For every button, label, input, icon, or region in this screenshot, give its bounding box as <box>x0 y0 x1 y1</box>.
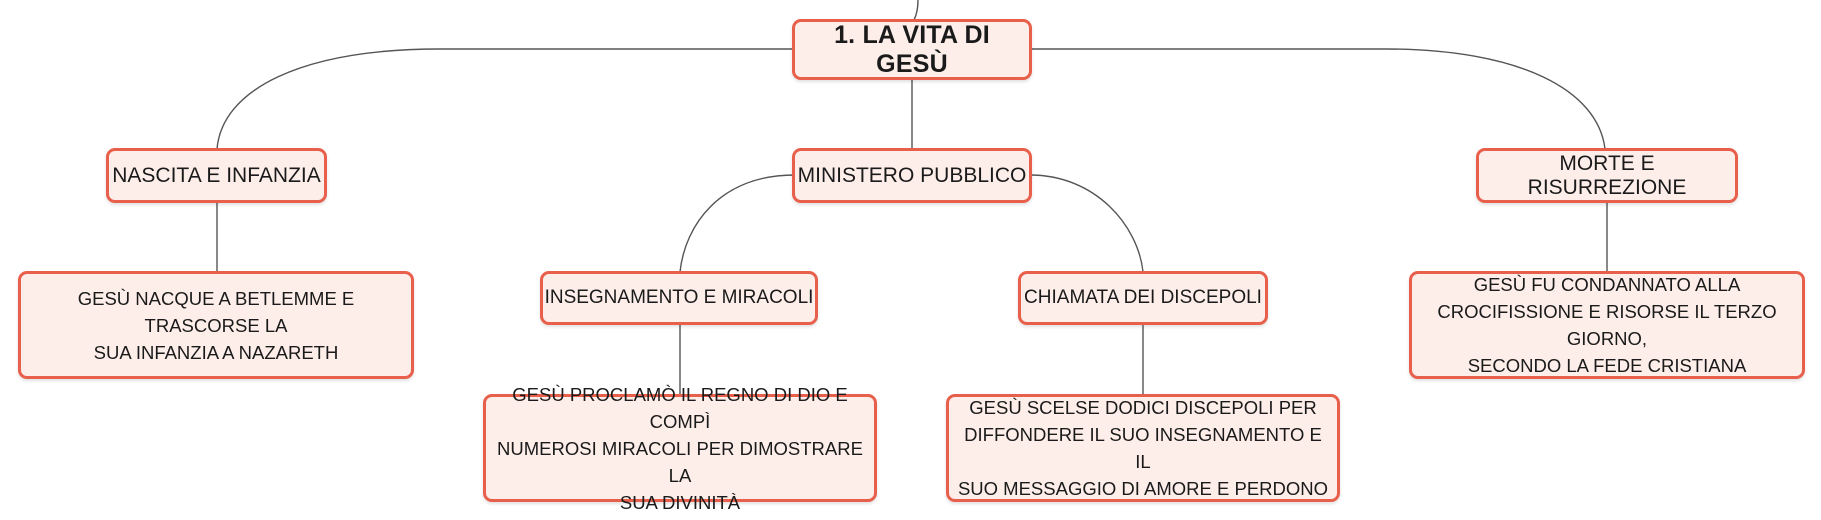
detail-nascita-line: SUA INFANZIA A NAZARETH <box>93 341 339 363</box>
root-node[interactable]: 1. LA VITA DI GESÙ <box>792 19 1032 80</box>
node-nascita-label: NASCITA E INFANZIA <box>112 163 321 187</box>
root-label: 1. LA VITA DI GESÙ <box>834 20 990 78</box>
detail-insegnamento-line: GESÙ PROCLAMÒ IL REGNO DI DIO E COMPÌ <box>512 383 848 432</box>
node-insegnamento-label: INSEGNAMENTO E MIRACOLI <box>544 287 814 308</box>
detail-chiamata-line: GESÙ SCELSE DODICI DISCEPOLI PER <box>969 397 1317 418</box>
detail-nascita[interactable]: GESÙ NACQUE A BETLEMME E TRASCORSE LA SU… <box>18 271 414 379</box>
detail-insegnamento-line: NUMEROSI MIRACOLI PER DIMOSTRARE LA <box>497 437 863 486</box>
connector-ministero-chiamata <box>1029 174 1144 273</box>
connector-ministero-insegnamento <box>679 174 796 273</box>
node-morte-label: MORTE E RISURREZIONE <box>1527 151 1687 199</box>
connector-root-nascita <box>216 48 795 150</box>
detail-insegnamento[interactable]: GESÙ PROCLAMÒ IL REGNO DI DIO E COMPÌ NU… <box>483 384 877 513</box>
detail-chiamata[interactable]: GESÙ SCELSE DODICI DISCEPOLI PER DIFFOND… <box>946 394 1340 502</box>
node-morte[interactable]: MORTE E RISURREZIONE <box>1476 148 1738 203</box>
node-chiamata-label: CHIAMATA DEI DISCEPOLI <box>1024 287 1262 308</box>
node-insegnamento[interactable]: INSEGNAMENTO E MIRACOLI <box>540 271 818 325</box>
detail-morte[interactable]: GESÙ FU CONDANNATO ALLA CROCIFISSIONE E … <box>1409 271 1805 379</box>
node-nascita[interactable]: NASCITA E INFANZIA <box>106 148 327 203</box>
detail-morte-line: CROCIFISSIONE E RISORSE IL TERZO GIORNO, <box>1437 301 1777 349</box>
detail-chiamata-line: DIFFONDERE IL SUO INSEGNAMENTO E IL <box>964 424 1322 472</box>
detail-nascita-line: GESÙ NACQUE A BETLEMME E TRASCORSE LA <box>77 287 355 336</box>
detail-morte-line: GESÙ FU CONDANNATO ALLA <box>1473 274 1741 295</box>
node-ministero-label: MINISTERO PUBBLICO <box>797 163 1027 187</box>
connector-top-stub <box>913 0 919 21</box>
detail-insegnamento-line: SUA DIVINITÀ <box>619 491 741 513</box>
detail-morte-line: SECONDO LA FEDE CRISTIANA <box>1467 355 1747 376</box>
node-ministero[interactable]: MINISTERO PUBBLICO <box>792 148 1032 203</box>
detail-chiamata-line: SUO MESSAGGIO DI AMORE E PERDONO <box>957 478 1329 499</box>
node-chiamata[interactable]: CHIAMATA DEI DISCEPOLI <box>1018 271 1268 325</box>
connector-root-morte <box>1030 48 1606 150</box>
